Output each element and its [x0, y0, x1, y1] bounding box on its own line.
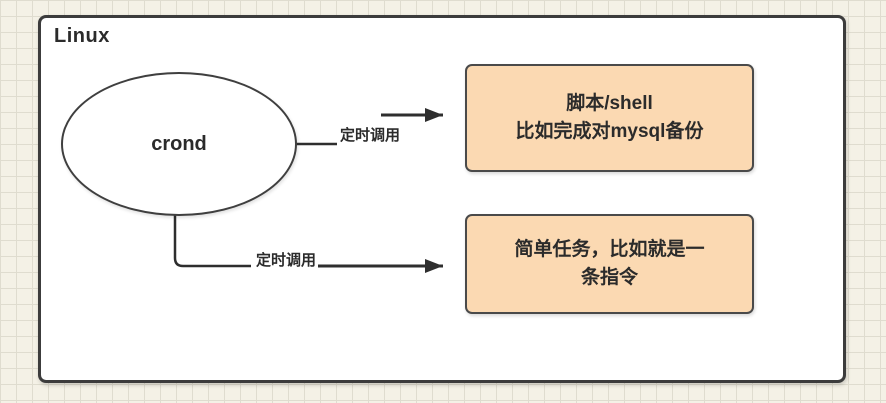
- task-box-simple-line1: 简单任务，比如就是一: [514, 239, 705, 261]
- crond-node: crond: [61, 72, 297, 216]
- container-title-linux: Linux: [54, 25, 110, 47]
- edge-label-scheduled-call-bottom: 定时调用: [254, 249, 319, 270]
- connector-line-bottom-left: [173, 212, 251, 268]
- task-box-shell-line2: 比如完成对mysql备份: [515, 121, 704, 142]
- crond-label: crond: [151, 132, 207, 155]
- task-box-simple-task: 简单任务，比如就是一 条指令: [465, 214, 754, 314]
- task-box-simple-line2: 条指令: [580, 267, 638, 288]
- edge-label-scheduled-call-top: 定时调用: [338, 124, 403, 145]
- task-box-shell-script: 脚本/shell 比如完成对mysql备份: [465, 64, 754, 172]
- linux-container: Linux crond 定时调用 定时调用 脚本/shell 比如完成对mysq: [38, 15, 846, 383]
- task-box-shell-line1: 脚本/shell: [566, 93, 653, 115]
